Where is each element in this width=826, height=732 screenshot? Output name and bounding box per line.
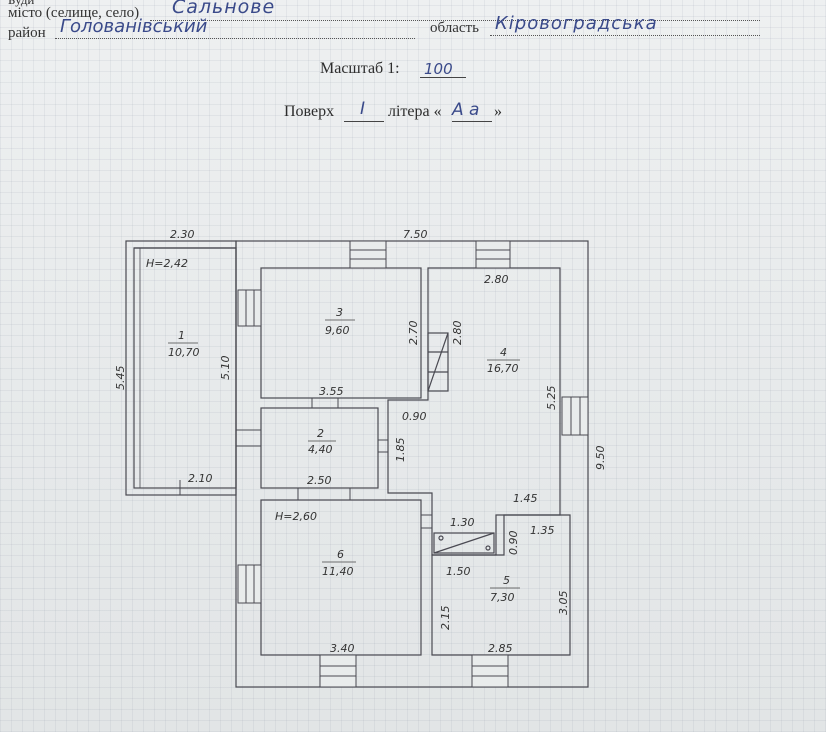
dim-room4-top: 2.80 [484, 273, 509, 286]
district-label: район [8, 25, 46, 41]
district-value: Голованівський [60, 16, 208, 37]
dim-step1: 1.30 [450, 516, 475, 529]
dim-room1-bottom: 2.10 [188, 472, 213, 485]
room-2-label: 2 4,40 [308, 427, 336, 456]
dim-room4-bottom: 1.45 [513, 492, 538, 505]
region-label: область [430, 20, 479, 36]
region-value: Кіровоградська [495, 13, 658, 34]
svg-text:3: 3 [336, 306, 343, 319]
svg-text:5: 5 [503, 574, 510, 587]
dim-room5-bottom: 2.85 [488, 642, 513, 655]
dim-room6-bottom: 3.40 [330, 642, 355, 655]
dim-room3-right: 2.70 [407, 321, 420, 346]
svg-text:2: 2 [317, 427, 324, 440]
letter-value: А а [452, 100, 480, 120]
dim-room1-height: 5.10 [219, 356, 232, 381]
scale-underline [420, 77, 466, 78]
svg-text:9,60: 9,60 [325, 324, 350, 337]
dim-room2-side: 1.85 [394, 438, 407, 463]
dim-room4-right: 5.25 [545, 386, 558, 411]
city-underline [150, 20, 760, 21]
dim-room3-bottom: 3.55 [319, 385, 344, 398]
room-4-label: 4 16,70 [487, 346, 520, 375]
floor-underline [344, 121, 384, 122]
dim-room5-left: 2.15 [439, 606, 452, 631]
dim-room5-right: 3.05 [557, 591, 570, 616]
room-3-label: 3 9,60 [325, 306, 355, 337]
dim-room2-bottom: 2.50 [307, 474, 332, 487]
room-6-label: 6 11,40 [322, 548, 356, 578]
region-underline [490, 35, 760, 36]
dim-step3: 1.35 [530, 524, 555, 537]
district-underline [55, 38, 415, 39]
dim-top-left: 2.30 [170, 228, 195, 241]
svg-text:16,70: 16,70 [487, 362, 519, 375]
city-label: місто (селище, село) [8, 5, 140, 21]
dim-room2-right: 0.90 [402, 410, 427, 423]
room-2-walls [260, 407, 379, 489]
room-1-label: 1 10,70 [168, 329, 200, 359]
svg-text:10,70: 10,70 [168, 346, 200, 359]
dim-top-total: 7.50 [403, 228, 428, 241]
building-prefix: Буди [8, 0, 34, 8]
dim-room5-top: 1.50 [446, 565, 471, 578]
svg-text:4: 4 [500, 346, 507, 359]
scale-value: 100 [424, 60, 453, 78]
room1-ceiling: H=2,42 [146, 257, 188, 270]
svg-text:1: 1 [178, 329, 185, 342]
room6-ceiling: H=2,60 [275, 510, 317, 523]
letter-label: літера « [388, 103, 442, 120]
outer-wall-main [235, 240, 589, 688]
city-value: Сальнове [172, 0, 276, 18]
room-5-walls [431, 514, 571, 656]
room-3-walls [260, 267, 422, 399]
dim-right-total: 9.50 [594, 446, 607, 471]
svg-text:11,40: 11,40 [322, 565, 354, 578]
svg-text:7,30: 7,30 [490, 591, 515, 604]
letter-underline [452, 121, 492, 122]
dim-step2: 0.90 [507, 531, 520, 556]
floor-value: I [360, 99, 366, 119]
floor-label: Поверх [284, 103, 335, 120]
svg-text:6: 6 [337, 548, 344, 561]
svg-text:4,40: 4,40 [308, 443, 333, 456]
scale-label: Масштаб 1: [320, 60, 400, 77]
dim-room4-left: 2.80 [451, 321, 464, 346]
room-5-label: 5 7,30 [490, 574, 520, 604]
letter-close: » [494, 103, 502, 120]
dim-left-total: 5.45 [114, 366, 127, 391]
